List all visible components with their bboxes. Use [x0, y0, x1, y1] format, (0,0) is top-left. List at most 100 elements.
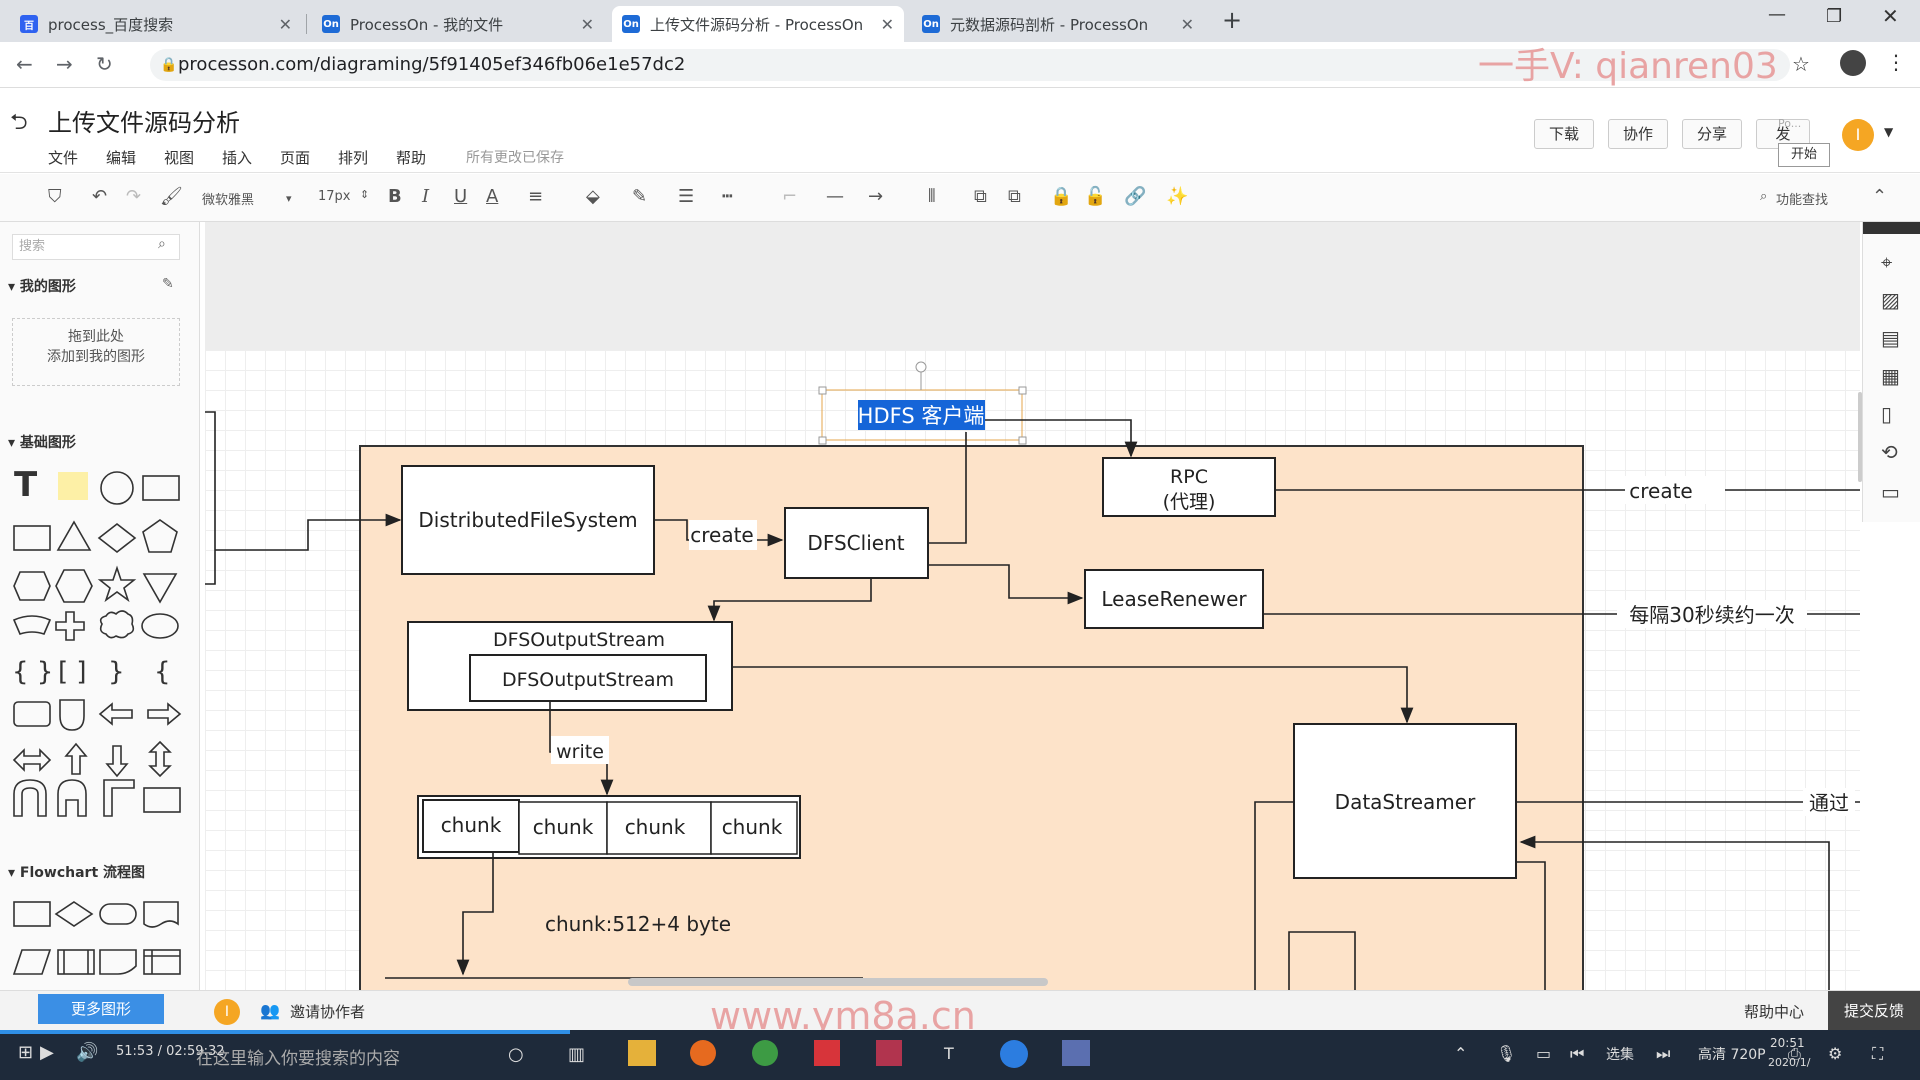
send-back-icon[interactable]: ⧉: [1008, 186, 1021, 207]
download-button[interactable]: 下载: [1534, 119, 1594, 149]
history-icon[interactable]: ⟲: [1881, 440, 1898, 464]
italic-icon[interactable]: I: [422, 186, 430, 207]
undo-icon[interactable]: ↶: [92, 186, 108, 207]
quality-select[interactable]: 高清 720P: [1698, 1047, 1766, 1063]
magic-wand-icon[interactable]: ✨: [1166, 186, 1189, 207]
collaborate-button[interactable]: 协作: [1608, 119, 1668, 149]
search-icon[interactable]: ⌕: [158, 236, 166, 252]
episode-select[interactable]: 选集: [1606, 1047, 1634, 1063]
windows-start-icon[interactable]: ⊞: [18, 1042, 34, 1063]
diagram-canvas[interactable]: HDFS 客户端 DistributedFileSystem create DF…: [205, 222, 1860, 990]
line-style-icon[interactable]: ┅: [722, 186, 733, 207]
chunk-down-arrow[interactable]: [456, 852, 494, 976]
close-tab-icon[interactable]: ✕: [880, 14, 894, 34]
connector-lease[interactable]: [928, 564, 1084, 605]
reload-icon[interactable]: ↻: [96, 52, 113, 76]
data-streamer-box[interactable]: [1293, 723, 1517, 879]
navigator-icon[interactable]: ⌖: [1881, 250, 1893, 274]
distributed-file-system-box[interactable]: [401, 465, 655, 575]
vertical-scrollbar[interactable]: [1858, 392, 1862, 482]
ack-return-arrow[interactable]: [1519, 835, 1830, 990]
video-progress[interactable]: [0, 1030, 570, 1034]
close-window-icon[interactable]: ✕: [1882, 4, 1899, 28]
tray-expand-icon[interactable]: ⌃: [1454, 1044, 1468, 1063]
lock-shape-icon[interactable]: 🔒: [1050, 186, 1073, 207]
network-icon[interactable]: ▭: [1536, 1044, 1552, 1063]
collapse-toolbar-icon[interactable]: ⌃: [1872, 186, 1888, 207]
unlock-shape-icon[interactable]: 🔓: [1084, 186, 1107, 207]
chunk-size-note[interactable]: chunk:512+4 byte: [545, 912, 731, 936]
resize-handle[interactable]: [1018, 386, 1027, 395]
bookmark-star-icon[interactable]: ☆: [1792, 52, 1810, 76]
screenshot-icon[interactable]: ⎙: [1788, 1044, 1801, 1063]
connector-streamer[interactable]: [732, 666, 1414, 724]
invite-user-icon[interactable]: 👥: [260, 1001, 280, 1020]
dfs-client-box[interactable]: [784, 507, 929, 579]
avatar[interactable]: I: [1842, 119, 1874, 151]
data-icon[interactable]: ▦: [1881, 364, 1900, 388]
line-end-icon[interactable]: →: [868, 186, 884, 207]
close-tab-icon[interactable]: ✕: [1180, 14, 1194, 34]
new-tab-icon[interactable]: +: [1222, 6, 1243, 34]
share-button[interactable]: 分享: [1682, 119, 1742, 149]
edit-my-shapes-icon[interactable]: ✎: [162, 276, 174, 292]
chunk-box[interactable]: [606, 801, 712, 855]
streamer-queue-line[interactable]: [1288, 931, 1356, 990]
more-shapes-button[interactable]: 更多图形: [38, 994, 164, 1024]
left-bracket-connector[interactable]: [205, 411, 216, 585]
brush-icon[interactable]: 🖌: [160, 186, 183, 207]
forward-icon[interactable]: →: [56, 52, 73, 76]
comment-icon[interactable]: ▭: [1881, 480, 1900, 504]
rpc-proxy-box[interactable]: [1102, 457, 1276, 517]
next-icon[interactable]: ⏭: [1656, 1044, 1671, 1063]
cortana-icon[interactable]: ○: [508, 1044, 524, 1065]
section-flowchart[interactable]: ▾ Flowchart 流程图: [8, 865, 146, 881]
task-view-icon[interactable]: ▥: [568, 1044, 586, 1065]
link-icon[interactable]: 🔗: [1124, 186, 1147, 207]
streamer-out-line[interactable]: [1516, 861, 1546, 990]
document-title[interactable]: 上传文件源码分析: [48, 109, 240, 137]
search-small-icon[interactable]: ⌕: [1760, 189, 1768, 204]
line-color-icon[interactable]: ✎: [632, 186, 648, 207]
minimize-icon[interactable]: —: [1768, 4, 1786, 25]
url-field[interactable]: 🔒 processon.com/diagraming/5f91405ef346f…: [150, 49, 1790, 81]
fill-color-icon[interactable]: ⬙: [586, 186, 600, 207]
chunk-box[interactable]: [518, 801, 608, 855]
connector-client-rpc[interactable]: [985, 419, 1138, 458]
typora-icon[interactable]: T: [944, 1044, 954, 1063]
paint-icon[interactable]: [1062, 1040, 1090, 1066]
menu-file[interactable]: 文件: [48, 149, 79, 167]
resize-handle[interactable]: [818, 386, 827, 395]
size-stepper-icon[interactable]: ⇕: [360, 188, 370, 201]
start-button[interactable]: 开始: [1778, 143, 1830, 167]
chrome-icon[interactable]: [752, 1040, 778, 1066]
chunk-box[interactable]: [710, 801, 798, 855]
app-circle-icon[interactable]: [1000, 1040, 1028, 1068]
resize-handle[interactable]: [1018, 436, 1027, 445]
font-size-select[interactable]: 17px: [318, 189, 351, 204]
connector-to-dfs[interactable]: [215, 513, 402, 551]
page-icon[interactable]: ▤: [1881, 326, 1900, 350]
dfs-output-stream-inner[interactable]: [469, 654, 707, 702]
font-color-icon[interactable]: A: [486, 186, 499, 207]
bold-icon[interactable]: B: [388, 186, 402, 207]
underline-icon[interactable]: U: [454, 186, 468, 207]
back-arrow-icon[interactable]: ⮌: [10, 110, 28, 135]
chunk-box[interactable]: [422, 799, 520, 853]
font-dropdown-icon[interactable]: ▾: [286, 192, 292, 205]
menu-help[interactable]: 帮助: [396, 149, 427, 167]
align-objects-icon[interactable]: ⫴: [928, 186, 936, 207]
restore-icon[interactable]: ❐: [1826, 6, 1843, 27]
settings-icon[interactable]: ⚙: [1828, 1044, 1843, 1063]
help-center-link[interactable]: 帮助中心: [1744, 1003, 1805, 1021]
menu-page[interactable]: 页面: [280, 149, 311, 167]
shape-search-input[interactable]: 搜索: [12, 234, 180, 260]
menu-insert[interactable]: 插入: [222, 149, 253, 167]
hdfs-client-label[interactable]: HDFS 客户端: [858, 404, 985, 428]
tab-metadata-analysis[interactable]: On 元数据源码剖析 - ProcessOn ✕: [912, 6, 1204, 42]
browser-menu-icon[interactable]: ⋮: [1886, 50, 1906, 74]
tab-baidu[interactable]: 百 process_百度搜索 ✕: [10, 6, 302, 42]
align-icon[interactable]: ≡: [528, 186, 544, 207]
connector-output[interactable]: [707, 578, 872, 622]
diagram-svg[interactable]: HDFS 客户端 DistributedFileSystem create DF…: [205, 222, 1860, 990]
